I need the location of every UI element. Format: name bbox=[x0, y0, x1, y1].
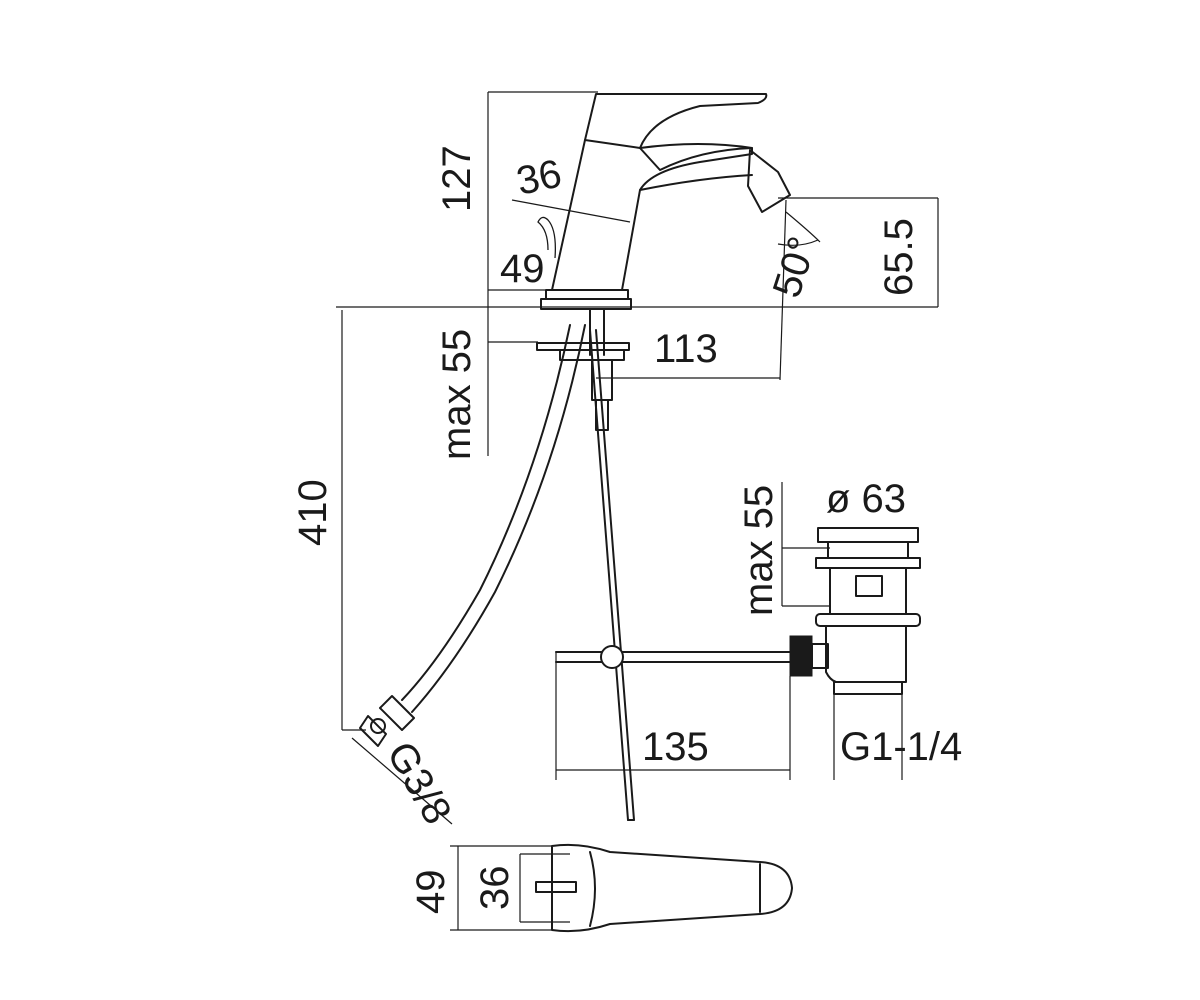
faucet-lever bbox=[584, 93, 768, 149]
dim-thread-g1-1-4: G1-1/4 bbox=[840, 725, 962, 769]
pop-up-knob bbox=[537, 216, 556, 259]
spout-aerator bbox=[747, 149, 791, 213]
plan-outline bbox=[551, 843, 793, 933]
dim-height-127: 127 bbox=[435, 145, 479, 212]
faucet-spout bbox=[639, 143, 753, 191]
under-deck-fixings bbox=[536, 308, 630, 431]
drain-cap bbox=[817, 527, 919, 543]
dim-thread-g3-8: G3/8 bbox=[378, 735, 459, 832]
dim-plan-36: 36 bbox=[473, 866, 517, 911]
dim-body-36: 36 bbox=[513, 152, 566, 204]
plan-knob bbox=[535, 881, 577, 893]
pop-up-rod bbox=[555, 329, 793, 821]
dim-rod-135: 135 bbox=[642, 725, 709, 769]
dim-drain-dia-63: ø 63 bbox=[826, 477, 906, 521]
dim-angle-50: 50° bbox=[765, 232, 826, 303]
drain-window bbox=[855, 575, 883, 597]
faucet-plan-view bbox=[535, 843, 793, 933]
dim-hose-410: 410 bbox=[291, 479, 335, 546]
faucet-body bbox=[551, 139, 753, 291]
waste-drain bbox=[789, 527, 921, 695]
rod-clamp bbox=[600, 645, 624, 669]
hose-end-fitting bbox=[379, 695, 415, 731]
dim-max55-top: max 55 bbox=[435, 329, 479, 460]
flexible-hose bbox=[359, 324, 586, 747]
faucet-base-plate bbox=[545, 289, 629, 300]
faucet-side-view bbox=[537, 93, 791, 310]
dim-reach-113: 113 bbox=[654, 327, 718, 371]
dim-base-49: 49 bbox=[500, 247, 545, 291]
rod-connector-knurl bbox=[789, 635, 813, 677]
dim-plan-49: 49 bbox=[409, 870, 453, 915]
dimension-lines bbox=[336, 91, 939, 931]
dim-drain-max55: max 55 bbox=[737, 485, 781, 616]
faucet-base-gasket bbox=[540, 298, 632, 310]
dim-spout-65-5: 65.5 bbox=[877, 218, 921, 296]
fixing-washer bbox=[536, 342, 630, 351]
